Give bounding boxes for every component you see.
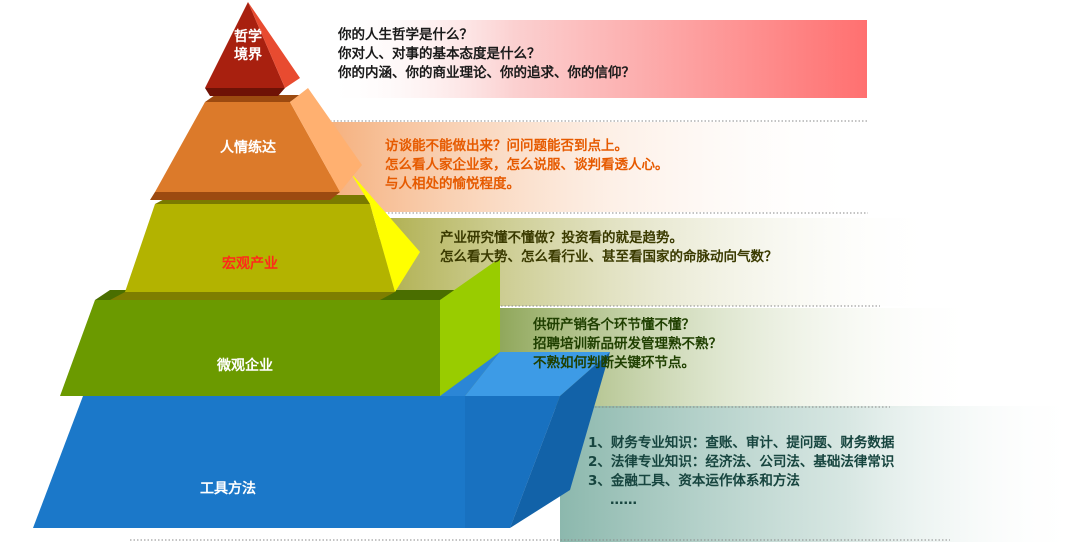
description-line: 怎么看大势、怎么看行业、甚至看国家的命脉动向气数？	[440, 249, 778, 265]
description-line: 招聘培训新品研发管理熟不熟？	[533, 336, 722, 352]
description-relations: 访谈能不能做出来？问问题能否到点上。 怎么看人家企业家，怎么说服、谈判看透人心。…	[385, 137, 669, 194]
description-micro: 供研产销各个环节懂不懂？ 招聘培训新品研发管理熟不熟？ 不熟如何判断关键环节点。	[533, 316, 722, 373]
description-line: 你对人、对事的基本态度是什么？	[338, 46, 541, 62]
description-line: 1、财务专业知识：查账、审计、提问题、财务数据	[588, 435, 895, 451]
layer-label-relations: 人情练达	[220, 140, 276, 156]
layer-label-philosophy: 哲学 境界	[234, 28, 262, 64]
description-line: 产业研究懂不懂做？投资看的就是趋势。	[440, 230, 683, 246]
band-5	[560, 406, 1080, 542]
layer-label-tools: 工具方法	[200, 481, 256, 497]
layer-tools	[33, 352, 610, 528]
layer-label-micro: 微观企业	[217, 358, 273, 374]
description-line: 供研产销各个环节懂不懂？	[533, 317, 695, 333]
layer-label-macro: 宏观产业	[222, 256, 278, 272]
layer-label-philosophy-line1: 哲学	[234, 29, 262, 45]
band-2	[330, 122, 870, 212]
band-1	[325, 20, 867, 98]
description-line: 2、法律专业知识：经济法、公司法、基础法律常识	[588, 454, 895, 470]
description-line: 访谈能不能做出来？问问题能否到点上。	[385, 138, 628, 154]
layer-philosophy	[205, 2, 300, 96]
description-line: 3、金融工具、资本运作体系和方法	[588, 473, 800, 489]
description-macro: 产业研究懂不懂做？投资看的就是趋势。 怎么看大势、怎么看行业、甚至看国家的命脉动…	[440, 229, 778, 267]
description-line: 怎么看人家企业家，怎么说服、谈判看透人心。	[385, 157, 669, 173]
description-line: ……	[610, 492, 637, 508]
description-line: 与人相处的愉悦程度。	[385, 176, 520, 192]
description-line: 你的内涵、你的商业理论、你的追求、你的信仰？	[338, 65, 635, 81]
description-tools: 1、财务专业知识：查账、审计、提问题、财务数据 2、法律专业知识：经济法、公司法…	[588, 434, 894, 510]
layer-macro	[110, 172, 420, 300]
layer-label-philosophy-line2: 境界	[234, 47, 262, 63]
layer-relations	[150, 88, 362, 200]
description-line: 你的人生哲学是什么？	[338, 27, 473, 43]
description-philosophy: 你的人生哲学是什么？ 你对人、对事的基本态度是什么？ 你的内涵、你的商业理论、你…	[338, 26, 635, 83]
description-line: 不熟如何判断关键环节点。	[533, 355, 695, 371]
